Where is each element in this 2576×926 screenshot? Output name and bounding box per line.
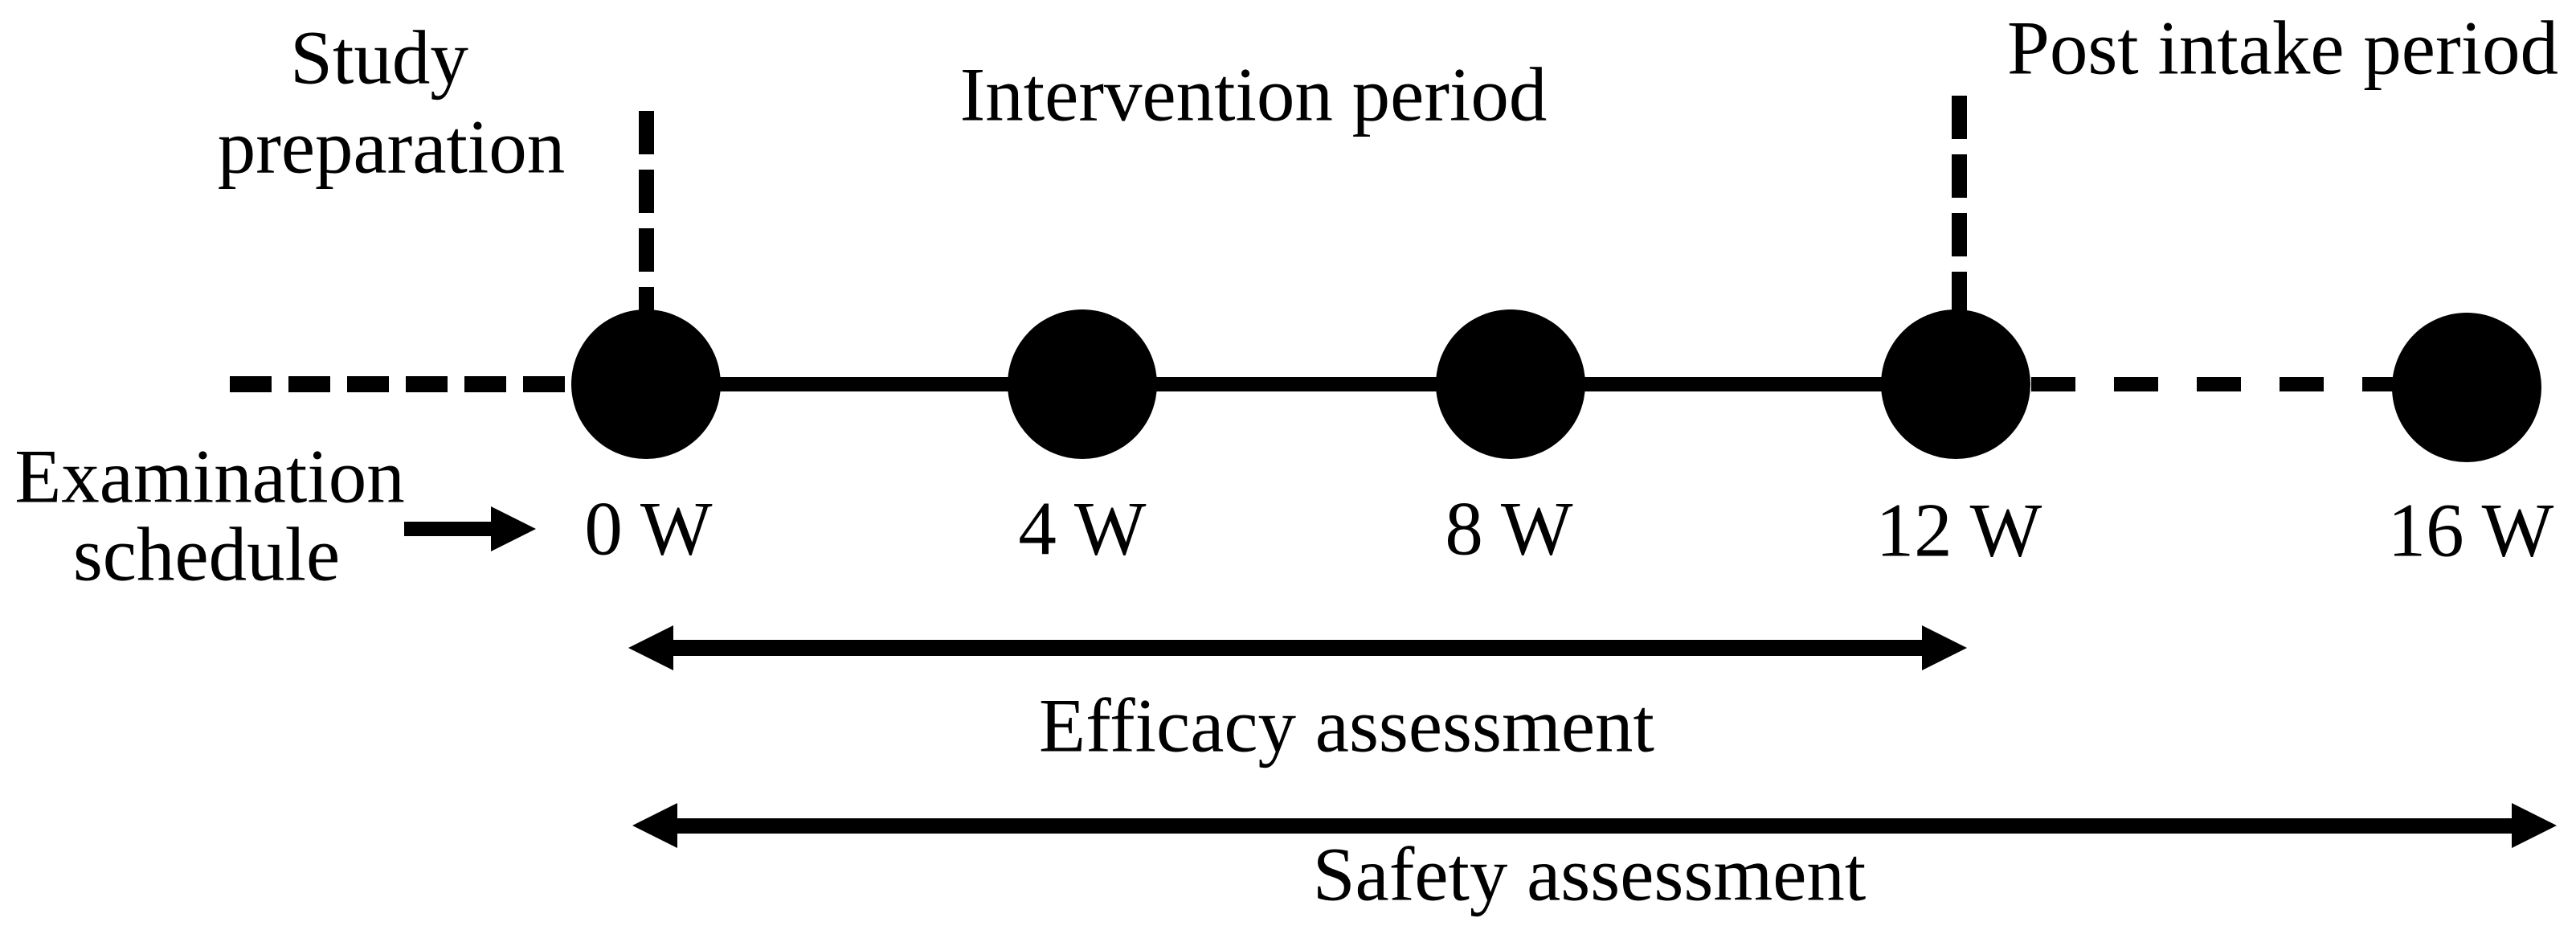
timepoint-dot-8w [1436,309,1585,459]
timepoint-dot-0w [571,309,721,459]
week-label-12w: 12 W [1875,487,2042,573]
post-intake-period-label: Post intake period [2006,5,2559,91]
timeline-solid-segment [646,377,1956,391]
safety-assessment-label: Safety assessment [1312,831,1867,917]
intervention-period-label: Intervention period [959,51,1548,137]
study-preparation-label-line1: Study [290,14,468,100]
examination-pointer-arrow-shaft [404,522,493,536]
right-arrow-icon [491,506,536,551]
riser-dashed-line-0w [639,111,654,312]
timepoint-dot-12w [1881,309,2030,459]
safety-assessment-arrow-shaft [671,818,2519,834]
week-label-16w: 16 W [2387,487,2554,573]
week-label-0w: 0 W [584,486,713,572]
timepoint-dot-16w [2392,313,2541,462]
efficacy-assessment-arrow-shaft [667,640,1928,656]
examination-schedule-label-line1: Examination [14,433,405,519]
week-label-8w: 8 W [1445,486,1573,572]
timepoint-dot-4w [1008,309,1157,459]
timeline-dashed-segment-post [2031,377,2393,391]
timeline-dashed-segment-pre [230,376,572,392]
right-arrowhead-icon [2512,803,2557,848]
examination-schedule-label-line2: schedule [72,511,341,597]
left-arrowhead-icon [628,625,673,670]
right-arrowhead-icon [1922,625,1967,670]
week-label-4w: 4 W [1018,486,1147,572]
riser-dashed-line-12w [1952,96,1967,312]
left-arrowhead-icon [632,803,677,848]
efficacy-assessment-label: Efficacy assessment [1039,682,1654,768]
study-preparation-label-line2: preparation [217,104,566,190]
